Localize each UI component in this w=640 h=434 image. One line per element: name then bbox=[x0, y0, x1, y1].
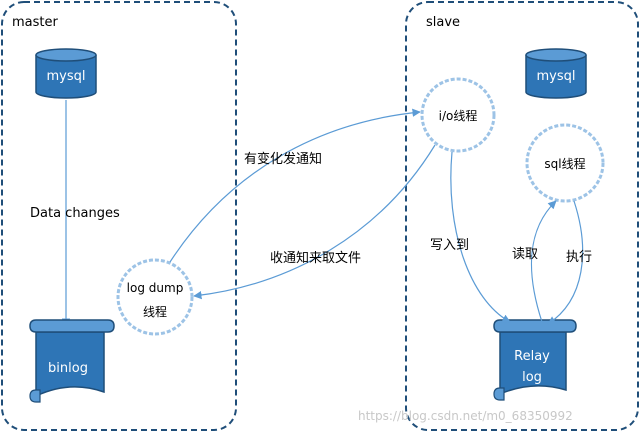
master-frame bbox=[1, 1, 237, 431]
write-label: 写入到 bbox=[430, 238, 469, 253]
sql-thread-label: sql线程 bbox=[544, 156, 585, 171]
master-mysql-db: mysql bbox=[35, 48, 97, 99]
master-title: master bbox=[12, 15, 58, 30]
log-dump-thread: log dump 线程 bbox=[116, 258, 194, 336]
notify-arrow bbox=[169, 108, 421, 263]
log-dump-line2: 线程 bbox=[143, 304, 167, 319]
binlog-label: binlog bbox=[48, 361, 88, 376]
data-changes-label: Data changes bbox=[30, 206, 120, 221]
relay-log-line1: Relay bbox=[514, 349, 550, 364]
io-thread: i/o线程 bbox=[420, 77, 496, 153]
slave-mysql-label: mysql bbox=[537, 69, 576, 84]
io-thread-label: i/o线程 bbox=[439, 108, 478, 123]
exec-arrow bbox=[547, 200, 584, 325]
slave-title: slave bbox=[426, 15, 460, 30]
read-label: 读取 bbox=[512, 247, 538, 262]
slave-frame bbox=[405, 1, 639, 431]
master-mysql-label: mysql bbox=[47, 69, 86, 84]
slave-mysql-db: mysql bbox=[525, 48, 587, 99]
notify-label: 有变化发通知 bbox=[244, 151, 322, 167]
log-dump-line1: log dump bbox=[127, 281, 184, 295]
relay-log-scroll: Relay log bbox=[493, 319, 577, 401]
receive-arrow bbox=[193, 144, 436, 300]
relay-log-line2: log bbox=[522, 370, 542, 385]
binlog-scroll: binlog bbox=[29, 319, 115, 403]
write-arrow bbox=[450, 151, 511, 323]
read-arrow bbox=[530, 200, 557, 323]
watermark: https://blog.csdn.net/m0_68350992 bbox=[358, 409, 573, 423]
exec-label: 执行 bbox=[566, 250, 592, 265]
sql-thread: sql线程 bbox=[525, 123, 605, 203]
receive-label: 收通知来取文件 bbox=[270, 250, 361, 266]
